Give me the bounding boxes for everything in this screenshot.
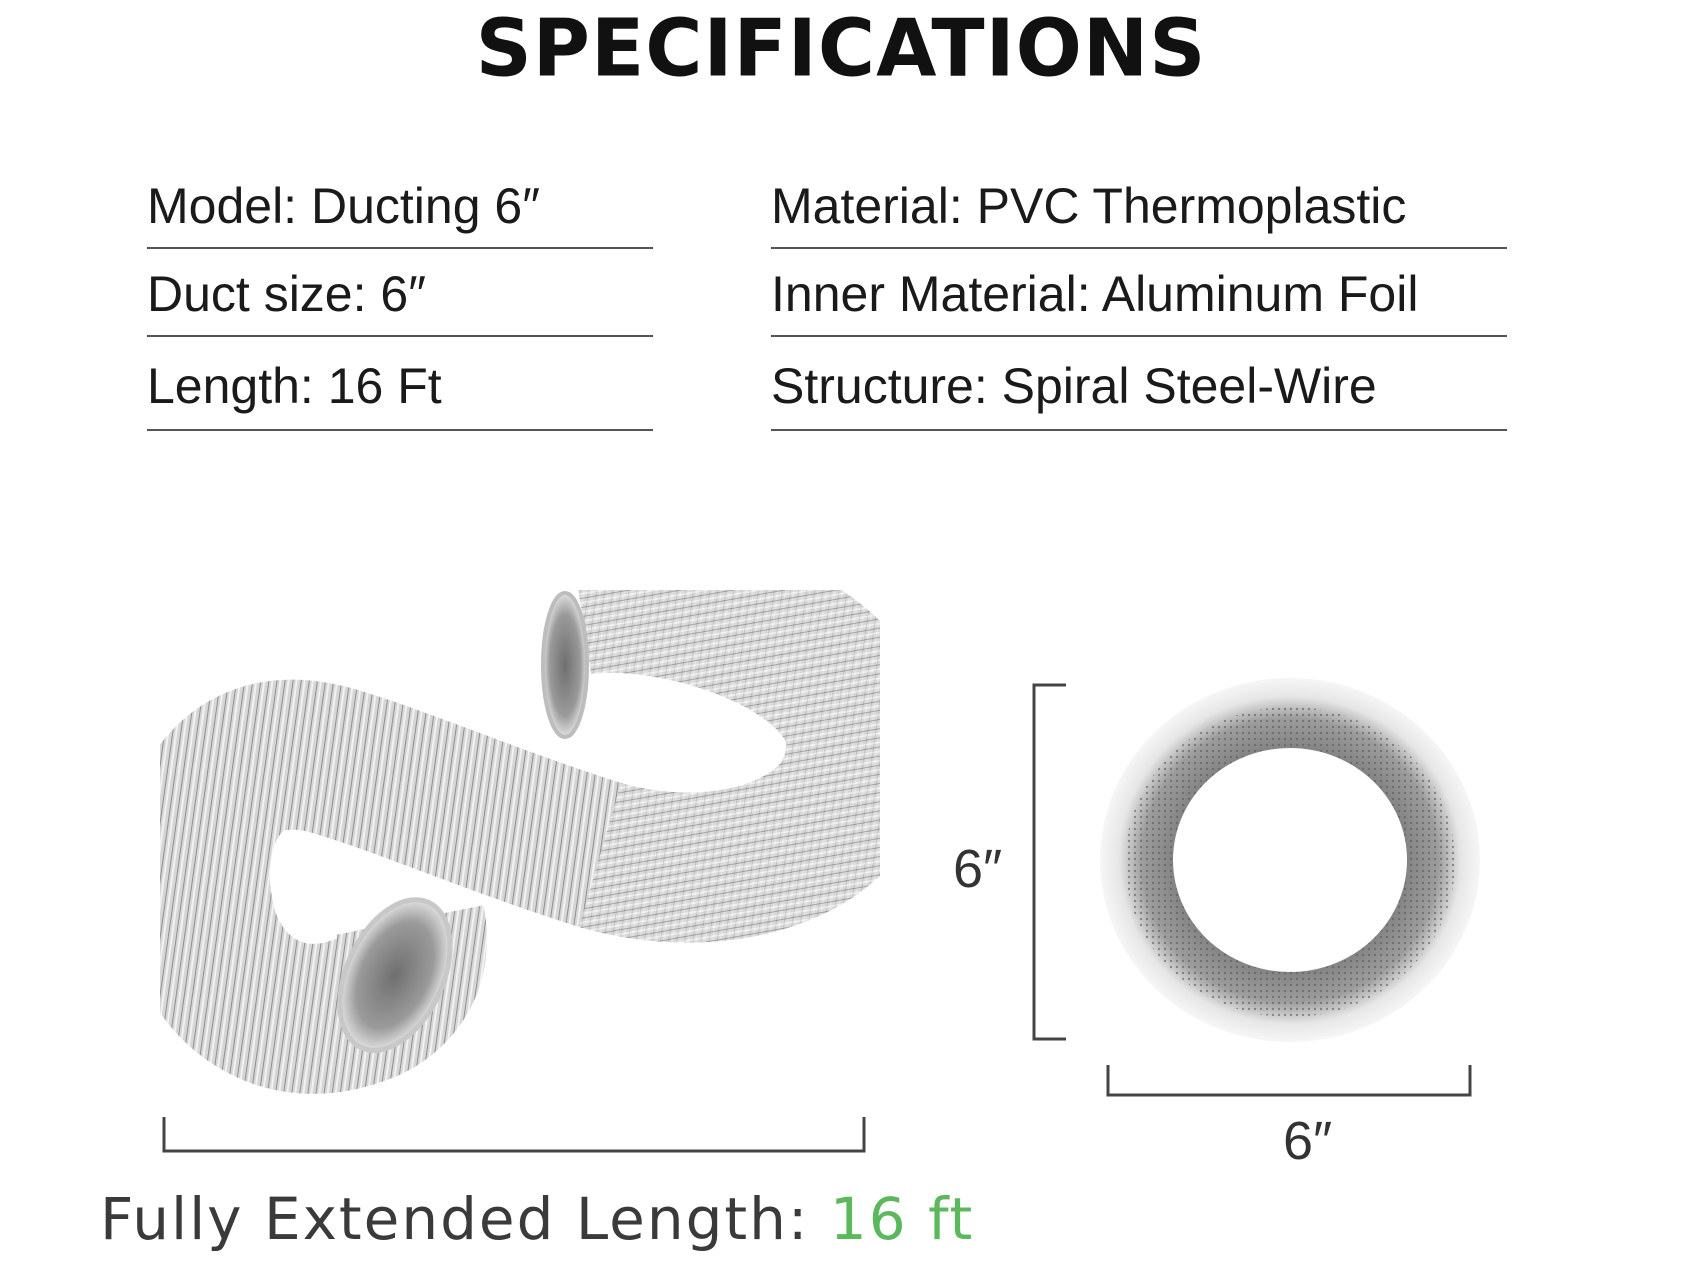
- spec-length-text: Length: 16 Ft: [147, 358, 442, 414]
- duct-cross-section-image: [1100, 678, 1480, 1042]
- height-dimension-label: 6″: [953, 839, 1003, 899]
- spec-model-text: Model: Ducting 6″: [147, 178, 540, 234]
- height-bracket: [1032, 683, 1066, 1041]
- spec-structure-text: Structure: Spiral Steel-Wire: [771, 358, 1377, 414]
- extended-length-value: 16 ft: [829, 1185, 975, 1253]
- extended-length-caption: Fully Extended Length: 16 ft: [100, 1185, 974, 1253]
- width-dimension-label: 6″: [1283, 1111, 1333, 1171]
- spec-duct-size: Duct size: 6″: [147, 249, 653, 337]
- spec-structure: Structure: Spiral Steel-Wire: [771, 339, 1507, 431]
- length-bracket: [162, 1117, 866, 1153]
- flexible-duct-image: [160, 590, 880, 1094]
- page-title: SPECIFICATIONS: [475, 3, 1207, 95]
- width-bracket: [1106, 1065, 1472, 1097]
- spec-material-text: Material: PVC Thermoplastic: [771, 178, 1407, 234]
- spec-model: Model: Ducting 6″: [147, 161, 653, 249]
- spec-inner-material-text: Inner Material: Aluminum Foil: [771, 266, 1419, 322]
- spec-material: Material: PVC Thermoplastic: [771, 161, 1507, 249]
- extended-length-prefix: Fully Extended Length:: [100, 1185, 830, 1253]
- spec-length: Length: 16 Ft: [147, 339, 653, 431]
- spec-inner-material: Inner Material: Aluminum Foil: [771, 249, 1507, 337]
- spec-duct-size-text: Duct size: 6″: [147, 266, 426, 322]
